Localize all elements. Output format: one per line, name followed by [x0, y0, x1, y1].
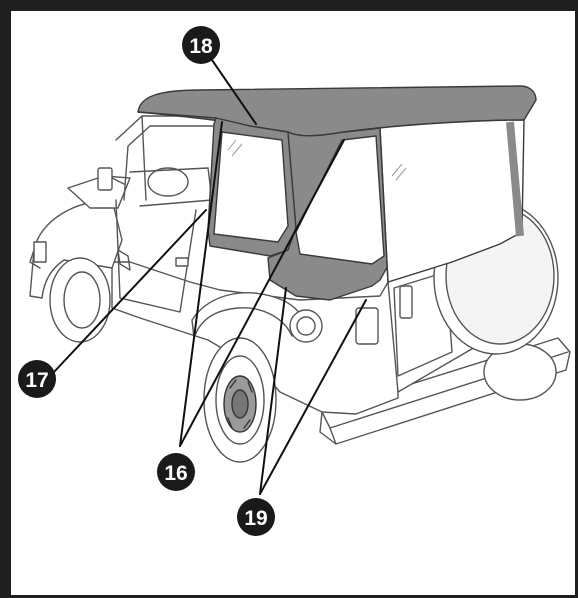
leader-19b	[259, 299, 367, 495]
callout-17: 17	[18, 360, 56, 398]
callout-17-label: 17	[25, 369, 48, 392]
leader-17	[53, 209, 207, 373]
leader-16b	[179, 139, 345, 447]
front-fender	[29, 199, 123, 299]
windshield-frame	[115, 115, 223, 201]
steering-wheel	[147, 167, 189, 197]
jeep-illustration	[29, 115, 571, 463]
callout-18-label: 18	[189, 35, 213, 58]
front-tire	[49, 257, 111, 343]
callout-18: 18	[182, 26, 220, 64]
side-window	[213, 131, 289, 243]
callout-19: 19	[237, 498, 275, 536]
leader-18	[211, 59, 257, 125]
tail-light	[355, 307, 379, 345]
side-mirror	[97, 167, 113, 191]
rear-window-panel	[343, 119, 525, 283]
callout-19-label: 19	[244, 507, 267, 530]
callout-16: 16	[157, 453, 195, 491]
callout-16-label: 16	[164, 462, 187, 485]
quarter-window	[295, 135, 385, 265]
fuel-door	[289, 309, 323, 343]
leader-19a	[259, 287, 287, 495]
leader-16a	[179, 121, 223, 447]
leader-lines	[53, 59, 367, 495]
